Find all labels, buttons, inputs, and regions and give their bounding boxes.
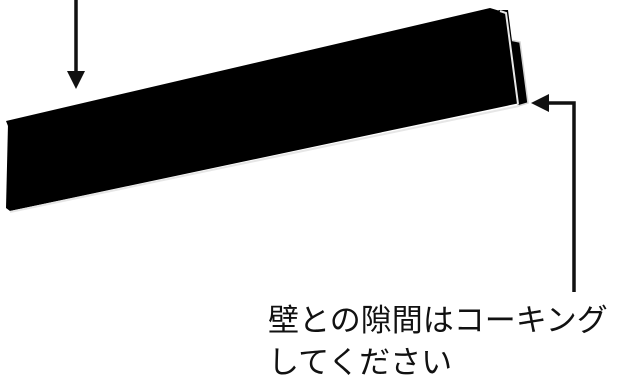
panel-body bbox=[6, 10, 520, 211]
panel-bottom-highlight bbox=[9, 105, 520, 213]
caulking-instruction: 壁との隙間はコーキング してください bbox=[268, 300, 625, 384]
down-arrow-head bbox=[67, 71, 85, 89]
caption-line-2: してください bbox=[268, 345, 453, 381]
down-arrow-icon bbox=[67, 0, 85, 89]
caption-line-1: 壁との隙間はコーキング bbox=[268, 303, 608, 339]
leader-arrow-icon bbox=[531, 94, 576, 292]
wall-panel bbox=[6, 8, 529, 213]
panel-side-highlight bbox=[499, 10, 519, 105]
leader-line bbox=[545, 101, 576, 292]
leader-arrow-head bbox=[531, 94, 549, 112]
